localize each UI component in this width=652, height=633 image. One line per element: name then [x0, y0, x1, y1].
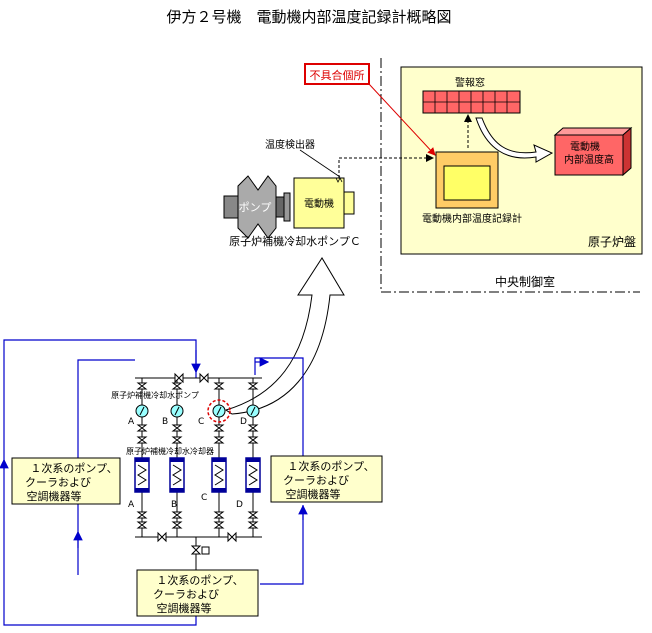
motor-body	[293, 177, 355, 229]
note-right-line1: １次系のポンプ、	[287, 459, 374, 473]
note-box-bottom	[136, 569, 259, 617]
motor-label: 電動機	[304, 197, 334, 210]
fault-label: 不具合個所	[310, 68, 365, 82]
detector-label: 温度検出器	[265, 138, 315, 151]
temperature-recorder	[435, 151, 499, 209]
diagram-title: 伊方２号機 電動機内部温度記録計概略図	[166, 8, 451, 26]
pump-letter-d: D	[240, 417, 247, 427]
note-right-line3: 空調機器等	[286, 487, 341, 501]
pump-letter-a: A	[128, 417, 135, 427]
cooler-letter-b: B	[171, 500, 177, 510]
note-bottom-line1: １次系のポンプ、	[156, 573, 243, 587]
zoom-curved-arrow	[224, 257, 345, 415]
fault-label-box	[304, 63, 370, 85]
recorder-label: 電動機内部温度記録計	[422, 212, 522, 225]
note-left-line2: クーラおよび	[25, 476, 91, 489]
reactor-panel-label: 原子炉盤	[588, 235, 636, 249]
note-left-line3: 空調機器等	[27, 489, 82, 503]
coolers-header: 原子炉補機冷却水冷却器	[126, 446, 214, 456]
note-box-right	[270, 455, 383, 503]
pump-label: ポンプ	[239, 201, 272, 214]
pump-caption: 原子炉補機冷却水ポンプＣ	[229, 234, 361, 248]
note-box-left	[11, 457, 121, 505]
cooler-letter-c: C	[201, 493, 207, 503]
fault-pump-highlight	[207, 399, 231, 423]
alarm-text-line2: 内部温度高	[564, 153, 614, 166]
alarm-text-line1: 電動機	[570, 140, 600, 153]
detector-leader	[299, 149, 341, 178]
pumps-header: 原子炉補機冷却水ポンプ	[111, 390, 199, 400]
pump-letter-c: C	[198, 417, 204, 427]
note-right-line2: クーラおよび	[283, 474, 349, 487]
note-bottom-line2: クーラおよび	[153, 588, 219, 601]
cooler-letter-a: A	[128, 500, 135, 510]
train-valves	[136, 382, 259, 529]
alarm-window-label: 警報窓	[455, 76, 485, 89]
note-bottom-line3: 空調機器等	[157, 601, 212, 615]
cooler-symbols	[134, 457, 261, 493]
alarm-indicator-box	[553, 126, 633, 177]
alarm-curved-arrow	[475, 117, 554, 163]
cooler-letter-d: D	[236, 500, 243, 510]
note-left-line1: １次系のポンプ、	[30, 461, 117, 475]
pump-body	[223, 175, 291, 239]
alarm-window	[422, 90, 521, 114]
fault-arrow	[368, 83, 436, 156]
control-room-label: 中央制御室	[495, 274, 555, 289]
signal-line	[338, 154, 434, 178]
pump-symbols	[135, 399, 260, 423]
pump-letter-b: B	[162, 417, 168, 427]
